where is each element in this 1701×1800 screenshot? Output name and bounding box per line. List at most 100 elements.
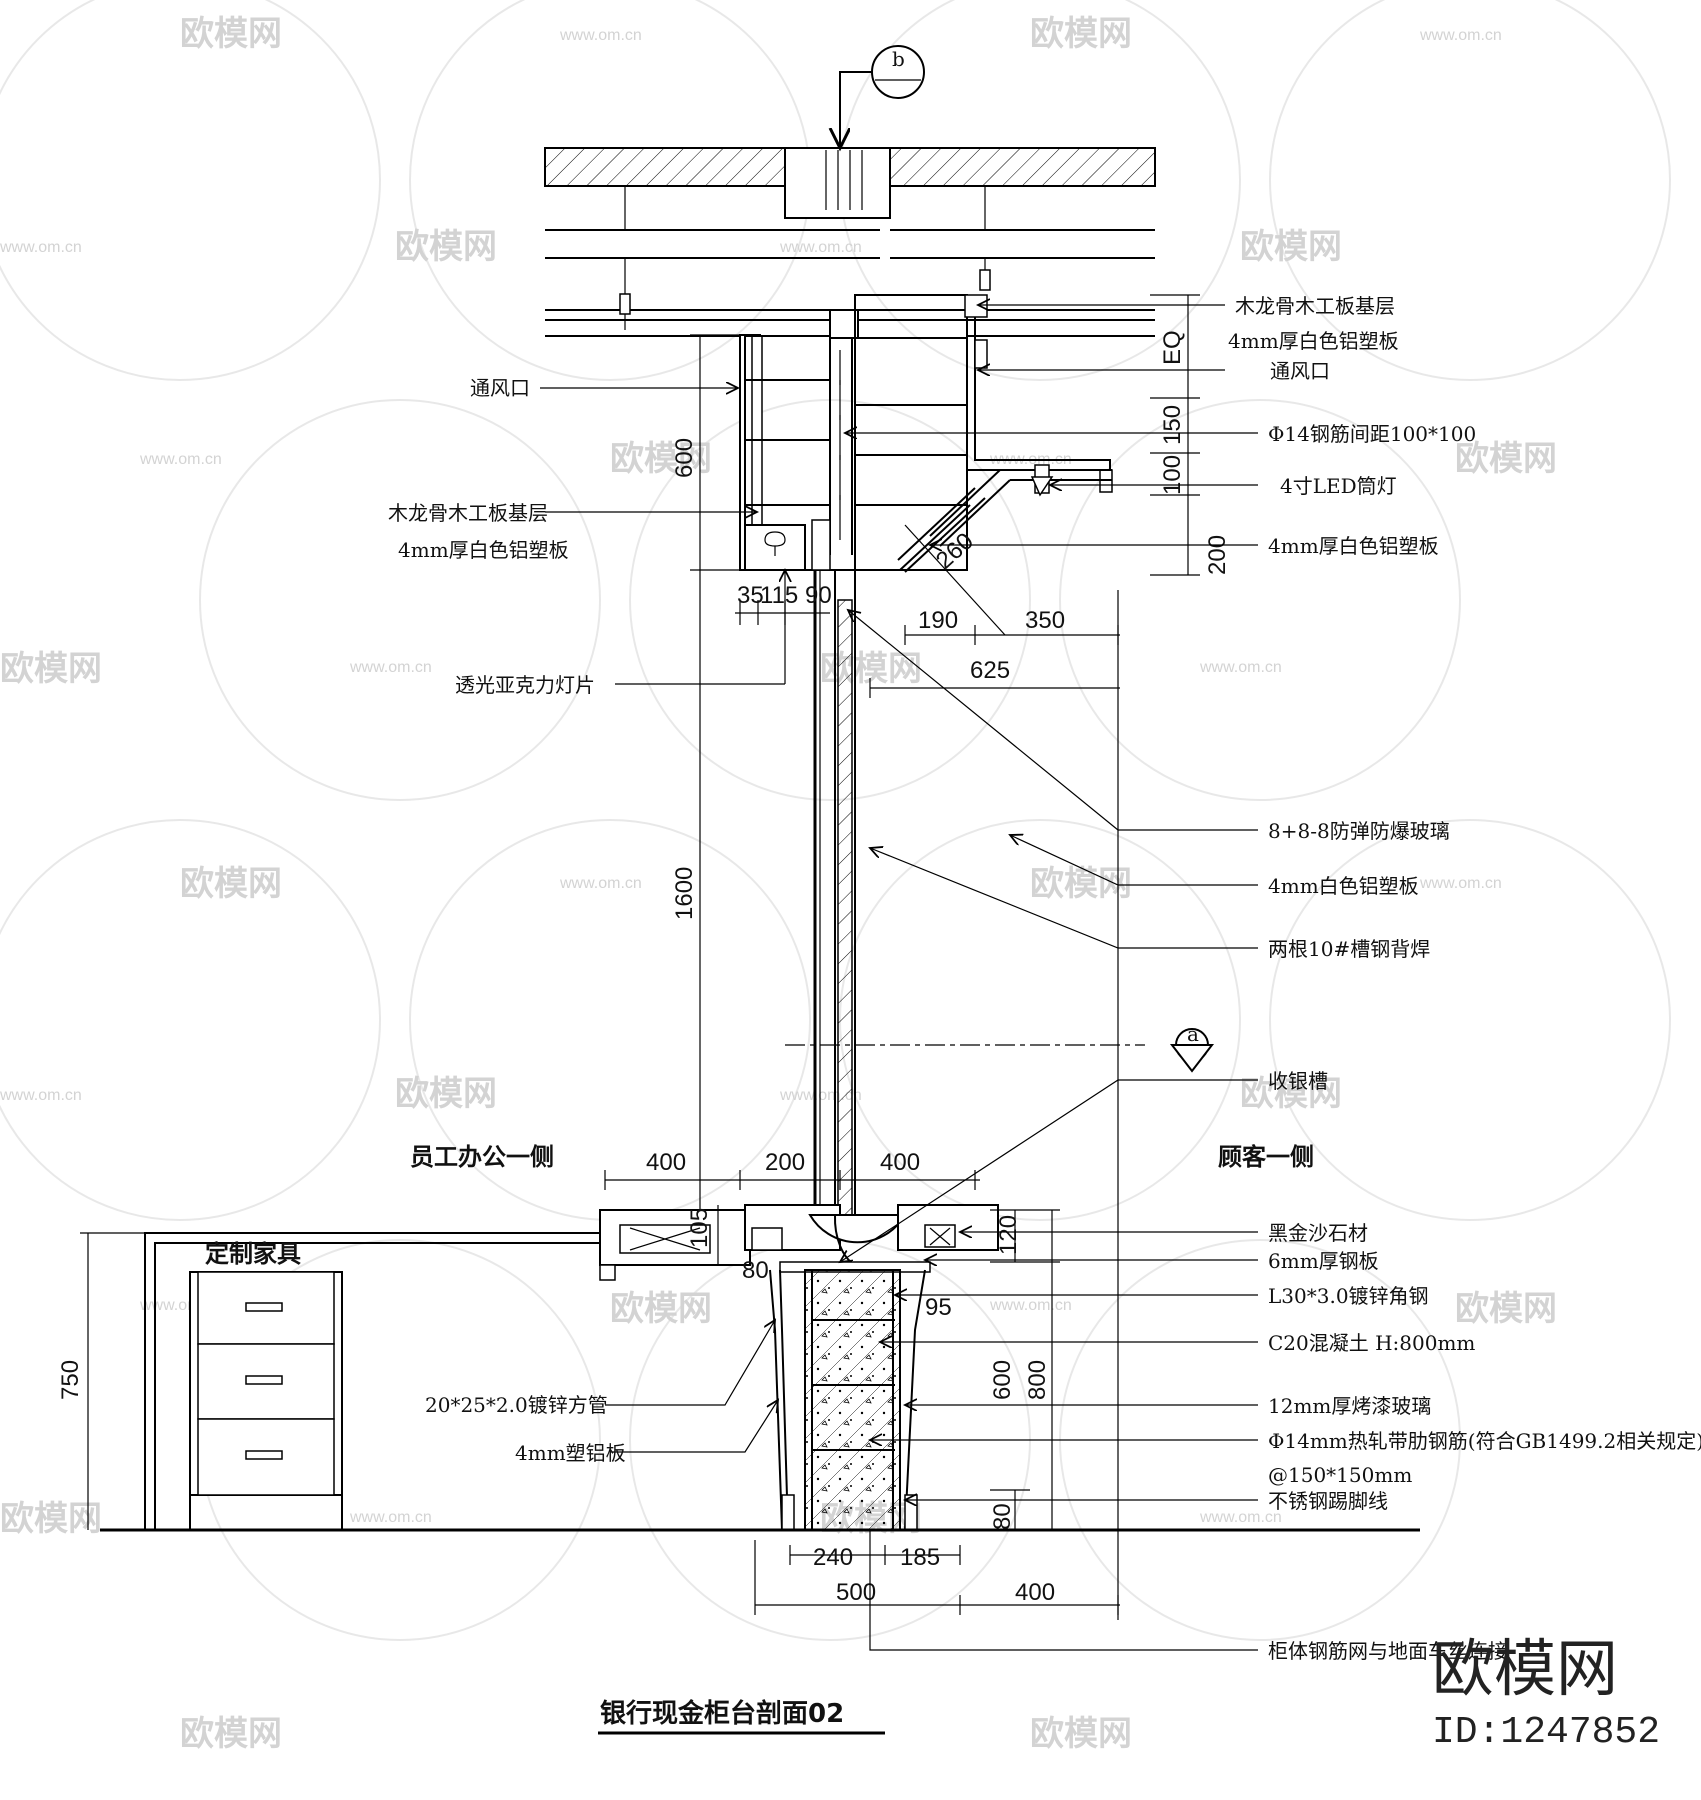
dim-750: 750	[57, 1360, 84, 1400]
dim-200: 200	[1204, 535, 1231, 575]
dim-1600: 1600	[671, 867, 698, 920]
watermark-url: www.om.cn	[0, 239, 82, 256]
watermark-brand: 欧模网	[820, 649, 922, 689]
dim-35: 35	[737, 582, 764, 609]
dim-600-bottom: 600	[989, 1360, 1016, 1400]
note-rebar-grid: @150*150mm	[1268, 1463, 1412, 1487]
dim-800: 800	[1024, 1360, 1051, 1400]
dim-190: 190	[918, 607, 958, 634]
note-left-acrylic: 透光亚克力灯片	[455, 673, 595, 697]
note-panel-white: 4mm白色铝塑板	[1268, 874, 1419, 898]
note-paint-glass: 12mm厚烤漆玻璃	[1268, 1394, 1431, 1418]
note-keel-base: 木龙骨木工板基层	[1235, 294, 1395, 318]
note-skirting: 不锈钢踢脚线	[1268, 1489, 1388, 1513]
note-left-alu-board: 4mm塑铝板	[515, 1441, 626, 1465]
note-panel-top: 4mm厚白色铝塑板	[1228, 329, 1399, 353]
note-rebar-spacing: Φ14钢筋间距100*100	[1268, 422, 1476, 446]
brand-logo-text: 欧模网	[1432, 1632, 1618, 1705]
dim-350: 350	[1025, 607, 1065, 634]
note-channel: 两根10#槽钢背焊	[1268, 937, 1430, 961]
watermark-url: www.om.cn	[1419, 27, 1502, 44]
dim-600-top: 600	[671, 438, 698, 478]
watermark-brand: 欧模网	[610, 439, 712, 479]
note-stone: 黑金沙石材	[1268, 1221, 1368, 1245]
watermark-brand: 欧模网	[1240, 1074, 1342, 1114]
dim-500: 500	[836, 1579, 876, 1606]
watermark-url: www.om.cn	[1199, 659, 1282, 676]
dim-120: 120	[995, 1215, 1022, 1255]
watermark-brand: 欧模网	[1455, 1289, 1557, 1329]
dim-eq: EQ	[1159, 330, 1186, 365]
note-anchor: 柜体钢筋网与地面车丝连接	[1268, 1639, 1508, 1663]
notes-left: 通风口 木龙骨木工板基层 4mm厚白色铝塑板 透光亚克力灯片 20*25*2.0…	[388, 376, 626, 1465]
note-vent: 通风口	[1270, 359, 1330, 383]
watermark-url: www.om.cn	[139, 451, 222, 468]
section-mark-mid-label: a	[1187, 1022, 1199, 1046]
watermark-brand: 欧模网	[180, 1714, 282, 1754]
note-concrete: C20混凝土 H:800mm	[1268, 1331, 1475, 1355]
watermark-brand: 欧模网	[610, 1289, 712, 1329]
dim-90: 90	[805, 582, 832, 609]
watermark-brand: 欧模网	[180, 864, 282, 904]
watermark-brand: 欧模网	[1240, 227, 1342, 267]
note-angle: L30*3.0镀锌角钢	[1268, 1284, 1429, 1308]
upper-bulkhead	[739, 294, 1113, 573]
leader-lines	[540, 305, 1258, 1651]
watermark-url: www.om.cn	[1199, 1509, 1282, 1526]
custom-furniture: 定制家具	[144, 1232, 600, 1530]
note-rebar-hot: Φ14mm热轧带肋钢筋(符合GB1499.2相关规定)	[1268, 1429, 1701, 1453]
dim-150: 150	[1159, 405, 1186, 445]
ceiling-slab	[544, 147, 1156, 219]
watermark-brand: 欧模网	[0, 649, 102, 689]
dim-80-b: 80	[989, 1503, 1016, 1530]
dim-400-right: 400	[880, 1149, 920, 1176]
watermark-url: www.om.cn	[559, 875, 642, 892]
section-mark-mid: a	[1169, 1022, 1215, 1073]
note-glass: 8+8-8防弹防爆玻璃	[1268, 819, 1450, 843]
customer-side-label: 顾客一侧	[1218, 1143, 1314, 1171]
dim-400-bottom: 400	[1015, 1579, 1055, 1606]
watermark-brand: 欧模网	[395, 1074, 497, 1114]
watermark-brand: 欧模网	[1030, 14, 1132, 54]
watermark-layer: 欧模网 欧模网 欧模网 欧模网 欧模网 欧模网 欧模网 欧模网 欧模网 欧模网 …	[0, 0, 1671, 1754]
counter-assembly	[599, 1204, 999, 1531]
dimension-lines	[80, 294, 1200, 1615]
watermark-url: www.om.cn	[559, 27, 642, 44]
dim-240: 240	[813, 1544, 853, 1571]
section-mark-top-label: b	[892, 47, 905, 71]
note-cash-tray: 收银槽	[1268, 1069, 1328, 1093]
watermark-brand: 欧模网	[180, 14, 282, 54]
note-left-keel-panel: 4mm厚白色铝塑板	[398, 538, 569, 562]
dim-100: 100	[1159, 455, 1186, 495]
note-steel-plate: 6mm厚钢板	[1268, 1249, 1379, 1273]
watermark-brand: 欧模网	[395, 227, 497, 267]
dim-95: 95	[925, 1294, 952, 1321]
note-panel-mid: 4mm厚白色铝塑板	[1268, 534, 1439, 558]
drawing-title: 银行现金柜台剖面02	[600, 1698, 844, 1729]
dim-115: 115	[760, 582, 798, 609]
note-left-vent: 通风口	[470, 376, 530, 400]
watermark-brand: 欧模网	[1455, 439, 1557, 479]
watermark-url: www.om.cn	[989, 1297, 1072, 1314]
watermark-url: www.om.cn	[349, 1509, 432, 1526]
staff-side-label: 员工办公一侧	[410, 1143, 554, 1171]
dim-185: 185	[900, 1544, 940, 1571]
dim-105: 105	[686, 1208, 713, 1248]
note-led: 4寸LED筒灯	[1280, 474, 1397, 498]
note-left-keel-base: 木龙骨木工板基层	[388, 501, 548, 525]
notes-right: 木龙骨木工板基层 4mm厚白色铝塑板 通风口 Φ14钢筋间距100*100 4寸…	[1228, 294, 1701, 1663]
brand-id: ID:1247852	[1432, 1711, 1660, 1754]
glass-column	[785, 570, 1145, 1235]
watermark-brand: 欧模网	[0, 1499, 102, 1539]
dim-400-left: 400	[646, 1149, 686, 1176]
note-left-square-tube: 20*25*2.0镀锌方管	[425, 1393, 608, 1417]
dim-625: 625	[970, 657, 1010, 684]
dim-200-mid: 200	[765, 1149, 805, 1176]
dim-80-a: 80	[742, 1257, 769, 1284]
watermark-url: www.om.cn	[1419, 875, 1502, 892]
furniture-label: 定制家具	[205, 1240, 301, 1268]
watermark-url: www.om.cn	[779, 239, 862, 256]
watermark-url: www.om.cn	[349, 659, 432, 676]
watermark-url: www.om.cn	[0, 1087, 82, 1104]
